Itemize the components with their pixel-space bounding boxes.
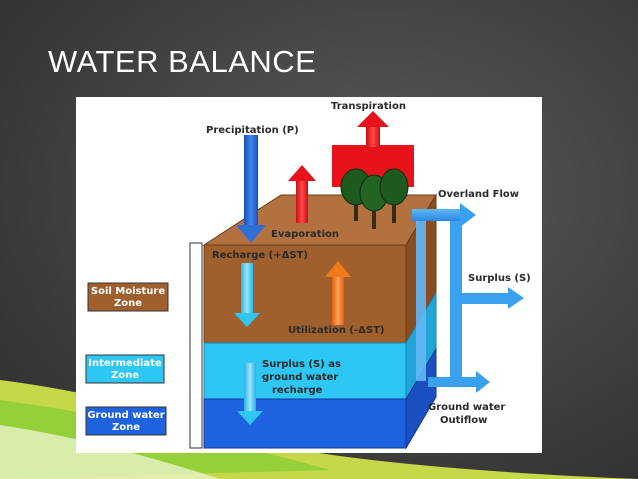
legend-soil-moisture-zone: Soil Moisture Zone [87,282,169,312]
side-bracket [189,242,203,449]
precipitation-arrow-icon [244,135,258,227]
legend-ground-water-zone: Ground water Zone [85,406,167,436]
svg-text:Soil Moisture: Soil Moisture [91,286,165,297]
label-evaporation: Evaporation [271,229,339,240]
label-overland-flow: Overland Flow [438,189,519,200]
label-recharge: Recharge (+ΔST) [212,250,308,261]
flow-system [412,203,524,393]
label-surplus-gw-2: ground water [262,372,338,383]
label-utilization: Utilization (-ΔST) [288,325,384,336]
svg-text:Intermediate: Intermediate [88,358,162,369]
transpiration-arrow-icon [366,125,380,147]
label-transpiration: Transpiration [331,101,406,112]
water-balance-diagram: Transpiration Precipitation (P) Overland… [76,97,542,453]
legend-intermediate-zone: Intermediate Zone [85,354,165,384]
tree-icon [340,168,409,229]
svg-text:Ground water: Ground water [87,410,164,421]
utilization-arrow-icon [332,275,344,325]
label-surplus-gw-1: Surplus (S) as [262,359,341,370]
surplus-arrow-icon [508,287,524,309]
slide-title: WATER BALANCE [48,44,317,79]
gw-outflow-arrow-icon [476,371,490,393]
ground-water-layer [203,398,407,449]
label-gw-outflow-2: Outiflow [440,415,487,426]
svg-text:Zone: Zone [112,422,140,433]
diagram-canvas: Transpiration Precipitation (P) Overland… [85,101,531,450]
label-surplus: Surplus (S) [468,273,531,284]
intermediate-layer [203,342,407,400]
label-gw-outflow-1: Ground water [428,402,505,413]
soil-moisture-layer [203,244,407,344]
gw-recharge-arrow-icon [244,363,256,413]
svg-text:Zone: Zone [111,370,139,381]
evaporation-arrow-icon [296,179,308,223]
svg-text:Zone: Zone [114,298,142,309]
recharge-arrow-icon [241,263,253,315]
label-surplus-gw-3: recharge [272,385,323,396]
overland-flow-arrow-icon [460,203,476,227]
label-precipitation: Precipitation (P) [206,125,299,136]
